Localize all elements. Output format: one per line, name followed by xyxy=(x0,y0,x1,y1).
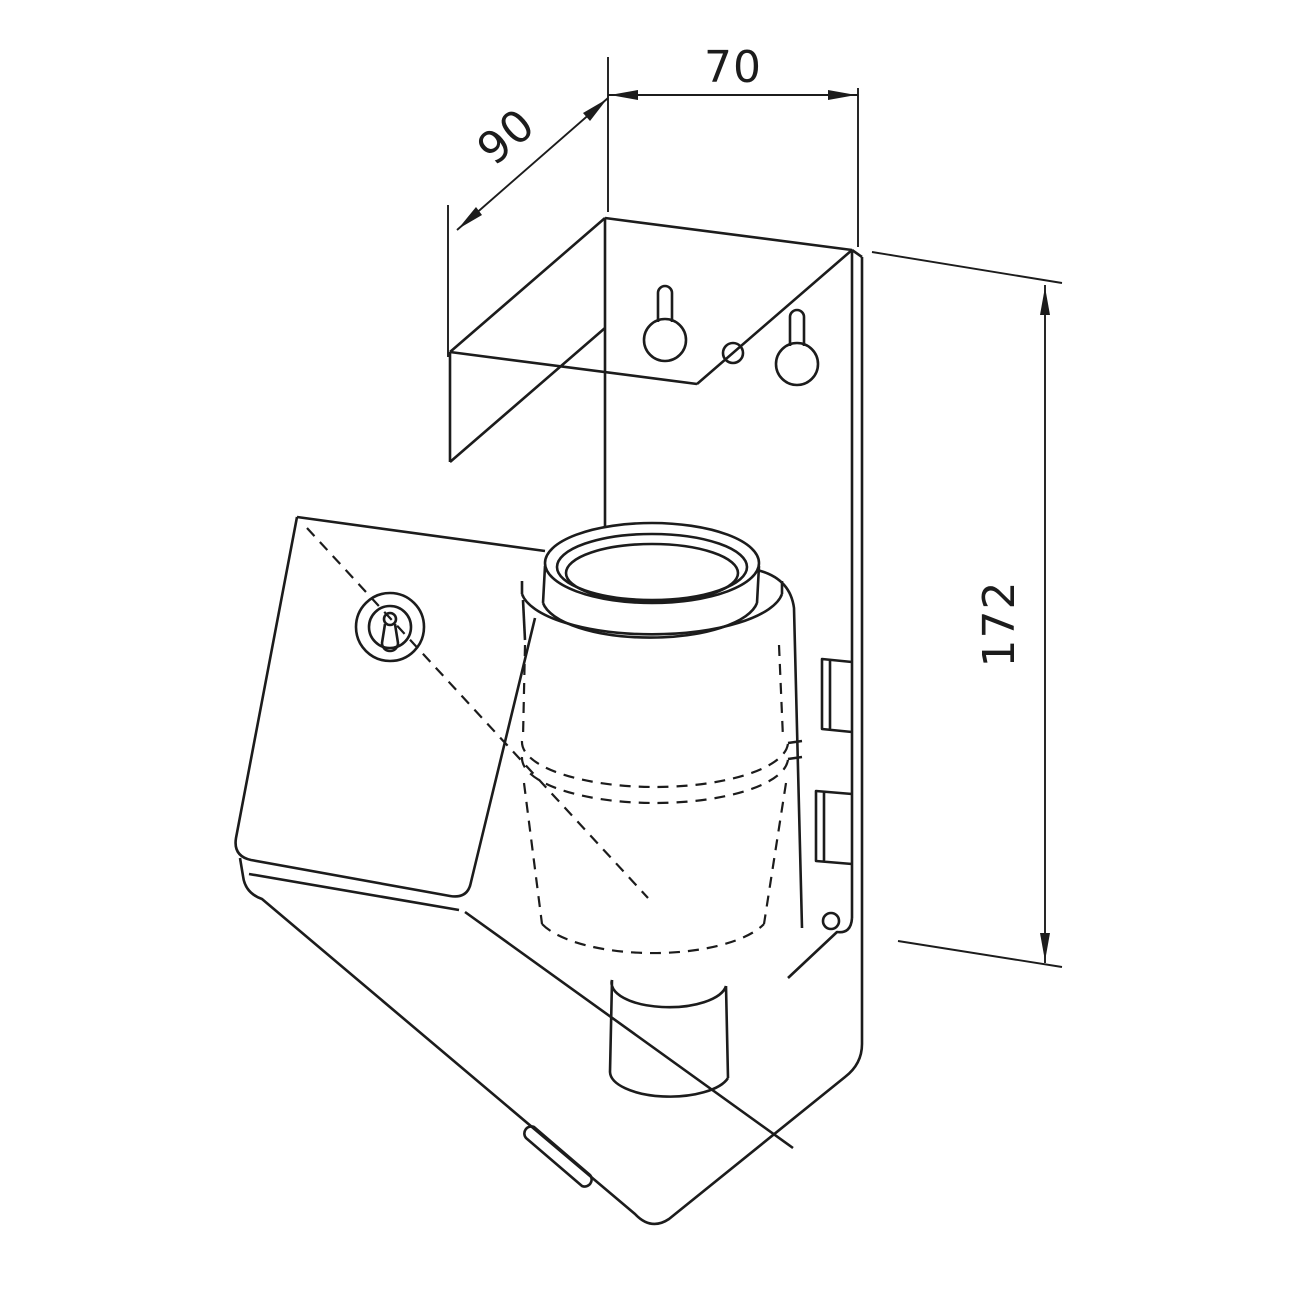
arrowhead xyxy=(828,90,856,100)
dimension-width-70: 70 xyxy=(607,42,859,247)
screw-hole xyxy=(821,911,841,931)
clamp-band-hidden xyxy=(520,756,790,805)
keyhole-circle xyxy=(642,317,688,363)
pilot-hole xyxy=(721,341,745,365)
dimension-height-172: 172 xyxy=(871,251,1063,968)
body-edge-under-lid xyxy=(248,872,460,912)
lock-outer-ring xyxy=(354,591,426,663)
outlet-slot xyxy=(523,1125,593,1188)
bottle-lower-side-hidden xyxy=(762,782,788,925)
arrowhead xyxy=(1040,287,1050,315)
keyhole-circle xyxy=(774,341,820,387)
bracket-side-flange xyxy=(448,327,606,463)
extension-line xyxy=(871,251,1063,284)
bracket-top-flange xyxy=(449,216,853,386)
body-outline xyxy=(238,257,864,1226)
holder-left-edge xyxy=(521,599,527,641)
bottle-side-hidden xyxy=(521,644,527,739)
bottle-rim-inner xyxy=(564,542,740,604)
clamp-band-ends xyxy=(787,739,803,761)
retaining-tab xyxy=(814,789,853,866)
keyhole-slot xyxy=(788,308,806,346)
keyhole-slot-left xyxy=(642,284,688,363)
bottle-side-hidden xyxy=(777,644,785,739)
hidden-lines xyxy=(306,527,790,955)
arrowhead xyxy=(583,99,607,121)
arrowhead xyxy=(610,90,638,100)
bottle-rim-middle xyxy=(555,532,749,602)
retaining-tab xyxy=(820,657,853,734)
extension-line xyxy=(897,940,1063,968)
dimension-depth-90: 90 xyxy=(447,97,609,357)
bracket-plate-bottom-edge xyxy=(787,917,854,979)
key-slot xyxy=(380,623,400,653)
dimension-line xyxy=(456,97,609,231)
holder-collar xyxy=(520,581,784,636)
lock-cylinder xyxy=(354,591,426,663)
holder-right-edge xyxy=(756,568,804,929)
arrowhead xyxy=(458,207,482,229)
dimension-label-height: 172 xyxy=(974,581,1025,668)
pump-outlet xyxy=(608,979,730,1098)
bottle-neck xyxy=(520,521,804,929)
mounting-bracket xyxy=(448,216,863,979)
lid-fold-hidden-edge xyxy=(306,527,649,899)
lock-inner-ring xyxy=(367,604,413,650)
dispenser-body xyxy=(234,257,864,1226)
clamp-band-hidden xyxy=(520,740,790,789)
bottle-lower-side-hidden xyxy=(522,782,544,925)
body-front-right-edge xyxy=(464,910,794,1150)
keyhole-slot-right xyxy=(774,308,820,387)
front-lid xyxy=(234,515,546,898)
bracket-wall-plate xyxy=(603,218,863,918)
dimension-label-width: 70 xyxy=(704,42,762,93)
bottle-bottom-hidden xyxy=(541,923,765,955)
key-hole xyxy=(382,611,398,627)
keyhole-slot xyxy=(656,284,674,322)
bottle-neck-sides xyxy=(541,565,761,639)
arrowhead xyxy=(1040,933,1050,961)
